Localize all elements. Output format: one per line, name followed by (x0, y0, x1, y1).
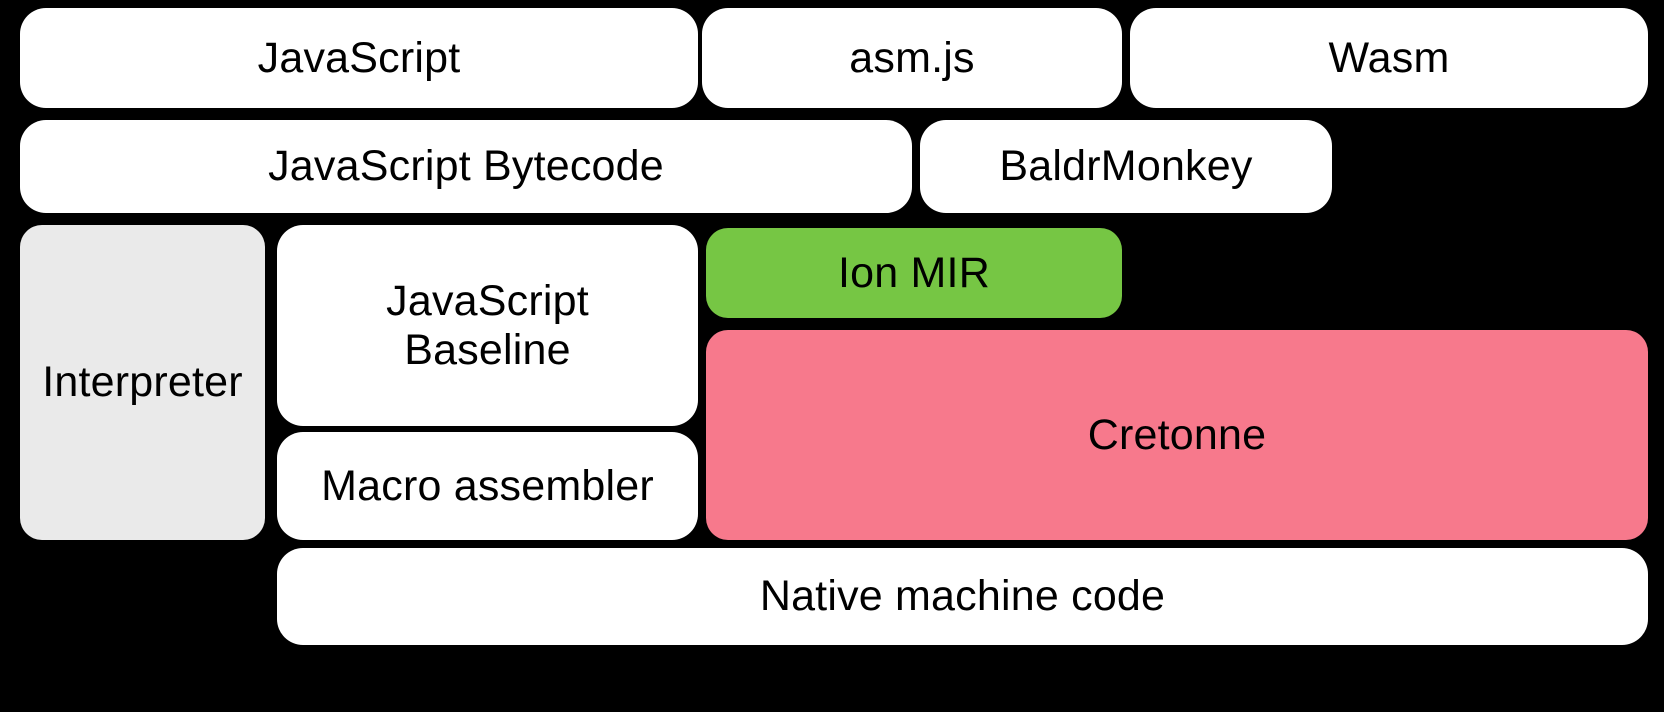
node-interpreter[interactable]: Interpreter (20, 225, 265, 540)
node-native-machine-code[interactable]: Native machine code (277, 548, 1648, 645)
node-javascript-bytecode[interactable]: JavaScript Bytecode (20, 120, 912, 213)
node-ion-mir[interactable]: Ion MIR (706, 228, 1122, 318)
node-wasm[interactable]: Wasm (1130, 8, 1648, 108)
node-javascript-baseline[interactable]: JavaScript Baseline (277, 225, 698, 426)
node-cretonne[interactable]: Cretonne (706, 330, 1648, 540)
node-macro-assembler[interactable]: Macro assembler (277, 432, 698, 540)
node-javascript[interactable]: JavaScript (20, 8, 698, 108)
node-asmjs[interactable]: asm.js (702, 8, 1122, 108)
node-baldrmonkey[interactable]: BaldrMonkey (920, 120, 1332, 213)
